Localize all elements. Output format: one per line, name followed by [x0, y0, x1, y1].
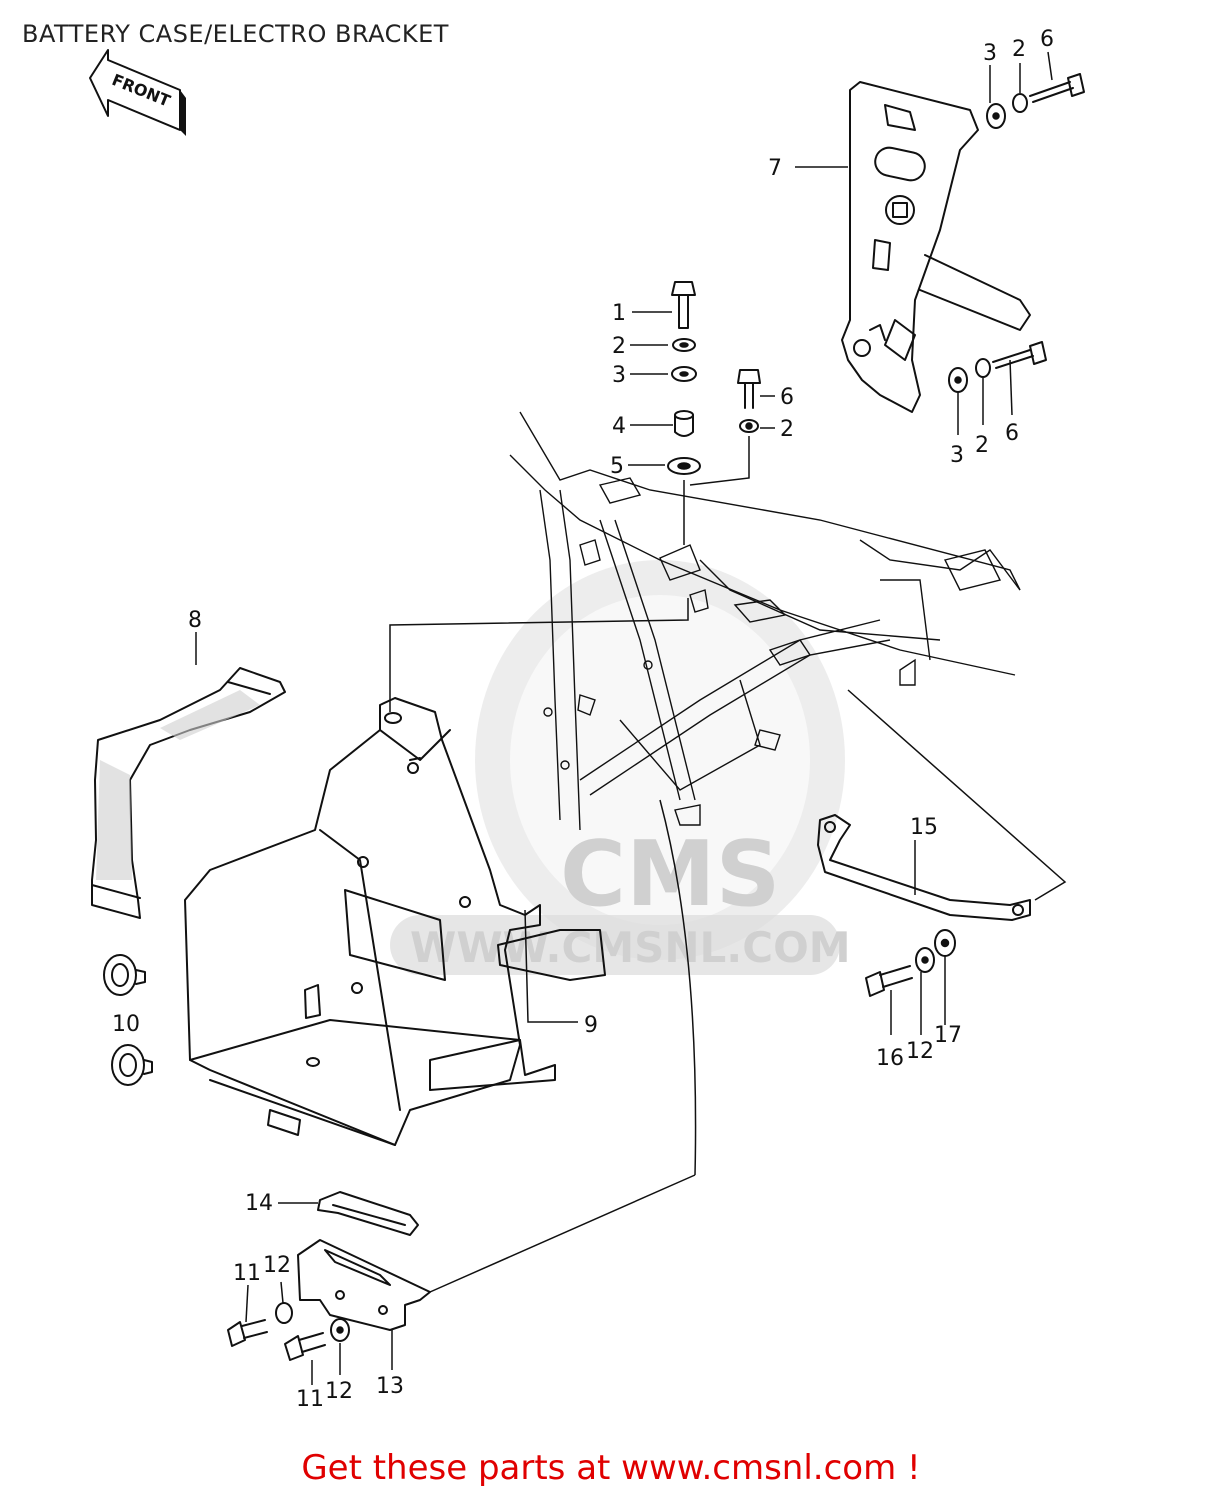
- callout-11: 11: [233, 1261, 261, 1286]
- holder-fasteners: [227, 1302, 350, 1361]
- get-parts-link[interactable]: Get these parts at www.cmsnl.com !: [301, 1448, 921, 1488]
- callout-16: 16: [876, 1046, 904, 1071]
- callout-1: 1: [612, 301, 626, 326]
- callout-12: 12: [325, 1379, 353, 1404]
- part-14-cushion: [317, 1191, 419, 1236]
- callout-13: 13: [376, 1374, 404, 1399]
- callout-leaders: [195, 51, 1053, 1385]
- case-to-holder-leader: [659, 799, 697, 1176]
- callout-8: 8: [188, 608, 202, 633]
- bracket-top-fasteners: [986, 73, 1085, 129]
- part-15-rod-bracket: [817, 689, 1067, 921]
- callout-6: 6: [780, 385, 794, 410]
- callout-10: 10: [112, 1012, 140, 1037]
- callout-9: 9: [584, 1013, 598, 1038]
- callout-6: 6: [1005, 421, 1019, 446]
- callout-2: 2: [612, 334, 626, 359]
- rod-bracket-fasteners: [865, 929, 956, 997]
- part-7-electro-bracket: [841, 81, 1031, 413]
- callout-11: 11: [296, 1387, 324, 1412]
- frame: [509, 411, 1021, 831]
- cms-watermark: CMS WWW.CMSNL.COM: [390, 560, 851, 975]
- callout-7: 7: [768, 156, 782, 181]
- callout-5: 5: [610, 454, 624, 479]
- callout-17: 17: [934, 1023, 962, 1048]
- callout-3: 3: [950, 443, 964, 468]
- callout-12: 12: [906, 1039, 934, 1064]
- part-8-battery-strap: [91, 667, 286, 919]
- callout-15: 15: [910, 815, 938, 840]
- part-9-battery-case: [184, 598, 689, 1146]
- part-10-grommets: [103, 954, 153, 1086]
- callout-2: 2: [780, 417, 794, 442]
- callout-6: 6: [1040, 27, 1054, 52]
- callout-3: 3: [983, 41, 997, 66]
- center-fastener-stack: [667, 281, 761, 545]
- callout-14: 14: [245, 1191, 273, 1216]
- watermark-brand: CMS: [560, 822, 780, 927]
- callout-3: 3: [612, 363, 626, 388]
- part-13-holder: [297, 1174, 696, 1331]
- watermark-url: WWW.CMSNL.COM: [410, 923, 851, 972]
- callout-2: 2: [975, 433, 989, 458]
- callout-2: 2: [1012, 37, 1026, 62]
- diagram-title: BATTERY CASE/ELECTRO BRACKET: [22, 20, 449, 48]
- callout-labels: 1 2 3 4 5 6 2 3 2 6 7 3 2 6 8 9 10 15 16…: [112, 27, 1054, 1412]
- callout-4: 4: [612, 414, 626, 439]
- bracket-bottom-fasteners: [948, 341, 1047, 393]
- callout-12: 12: [263, 1253, 291, 1278]
- front-arrow-icon: FRONT: [89, 49, 186, 136]
